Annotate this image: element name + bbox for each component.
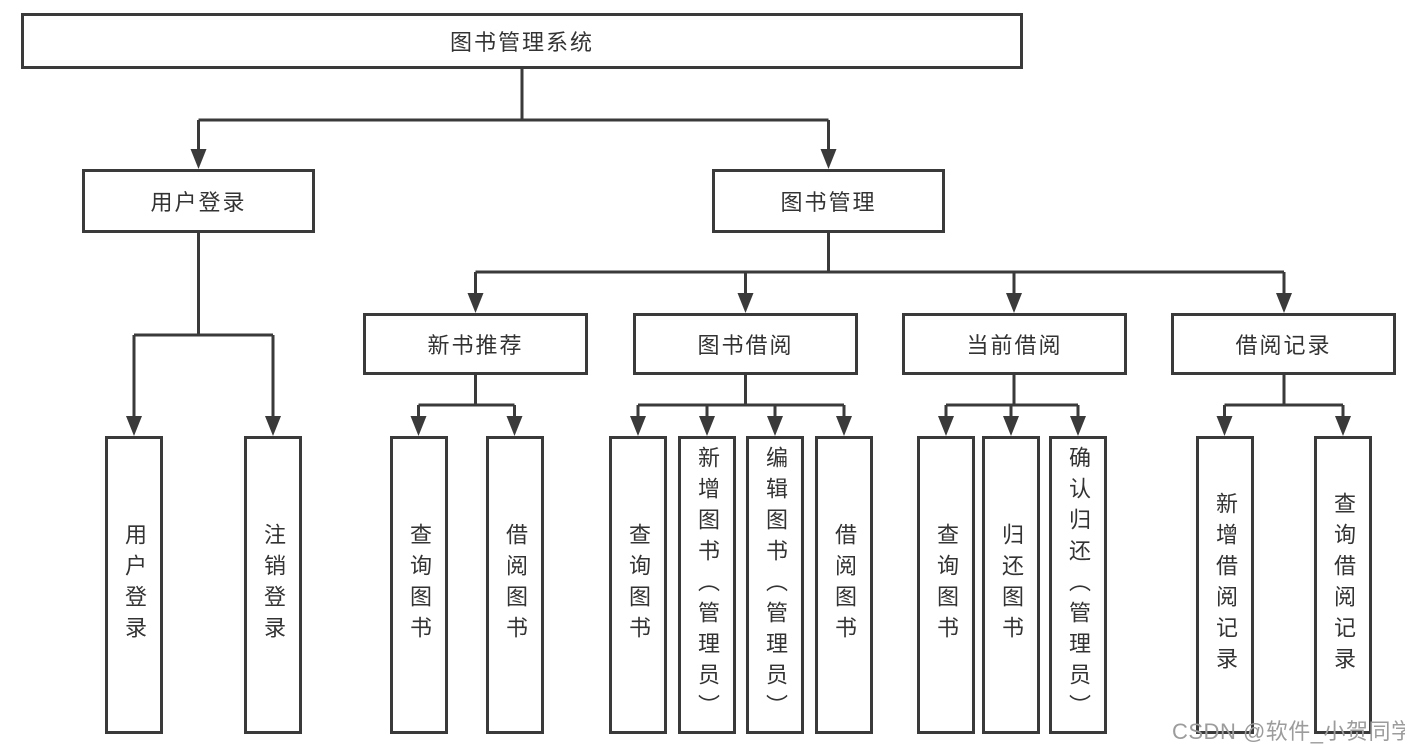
connector-borrowing-records-subtree	[1223, 375, 1345, 418]
arrow-icon	[190, 149, 207, 169]
connector-current-borrowing-subtree	[944, 375, 1080, 418]
node-new-book-recommendation: 新书推荐	[363, 313, 588, 375]
arrowheads	[126, 149, 1351, 436]
leaf-logout-login: 注销登录	[244, 436, 302, 734]
arrow-icon	[1335, 416, 1351, 436]
leaf-query-books-current: 查询图书	[917, 436, 975, 734]
arrow-icon	[410, 416, 427, 436]
leaf-borrow-books-recommend: 借阅图书	[486, 436, 544, 734]
leaf-user-login: 用户登录	[105, 436, 163, 734]
arrow-icon	[938, 416, 954, 436]
arrow-icon	[467, 293, 484, 313]
node-book-borrowing: 图书借阅	[633, 313, 858, 375]
arrow-icon	[265, 416, 281, 436]
connector-root-to-level1	[197, 68, 830, 151]
leaf-add-books-admin: 新增图书（管理员）	[678, 436, 736, 734]
node-user-login: 用户登录	[82, 169, 315, 233]
arrow-icon	[1070, 416, 1086, 436]
leaf-edit-books-admin: 编辑图书（管理员）	[746, 436, 804, 734]
leaf-return-books: 归还图书	[982, 436, 1040, 734]
connector-book-management-fanout	[474, 233, 1286, 295]
arrow-icon	[1276, 293, 1292, 313]
node-borrowing-records: 借阅记录	[1171, 313, 1396, 375]
arrow-icon	[699, 416, 715, 436]
leaf-add-borrow-record: 新增借阅记录	[1196, 436, 1254, 734]
node-library-management-system: 图书管理系统	[21, 13, 1023, 69]
arrow-icon	[1003, 416, 1019, 436]
leaf-confirm-return-admin: 确认归还（管理员）	[1049, 436, 1107, 734]
leaf-borrow-books-borrowing: 借阅图书	[815, 436, 873, 734]
leaf-query-borrow-record: 查询借阅记录	[1314, 436, 1372, 734]
arrow-icon	[630, 416, 646, 436]
connector-book-borrowing-subtree	[636, 375, 846, 418]
arrow-icon	[767, 416, 783, 436]
leaf-query-books-recommend: 查询图书	[390, 436, 448, 734]
arrow-icon	[126, 416, 142, 436]
arrow-icon	[1216, 416, 1233, 436]
connector-new-book-subtree	[417, 375, 516, 418]
connector-user-login-subtree	[132, 233, 275, 418]
node-current-borrowing: 当前借阅	[902, 313, 1127, 375]
arrow-icon	[1006, 293, 1022, 313]
node-book-management: 图书管理	[712, 169, 945, 233]
watermark: CSDN @软件_小贺同学	[1172, 719, 1405, 744]
arrow-icon	[737, 293, 754, 313]
arrow-icon	[506, 416, 523, 436]
arrow-icon	[836, 416, 852, 436]
arrow-icon	[820, 149, 837, 169]
leaf-query-books-borrowing: 查询图书	[609, 436, 667, 734]
